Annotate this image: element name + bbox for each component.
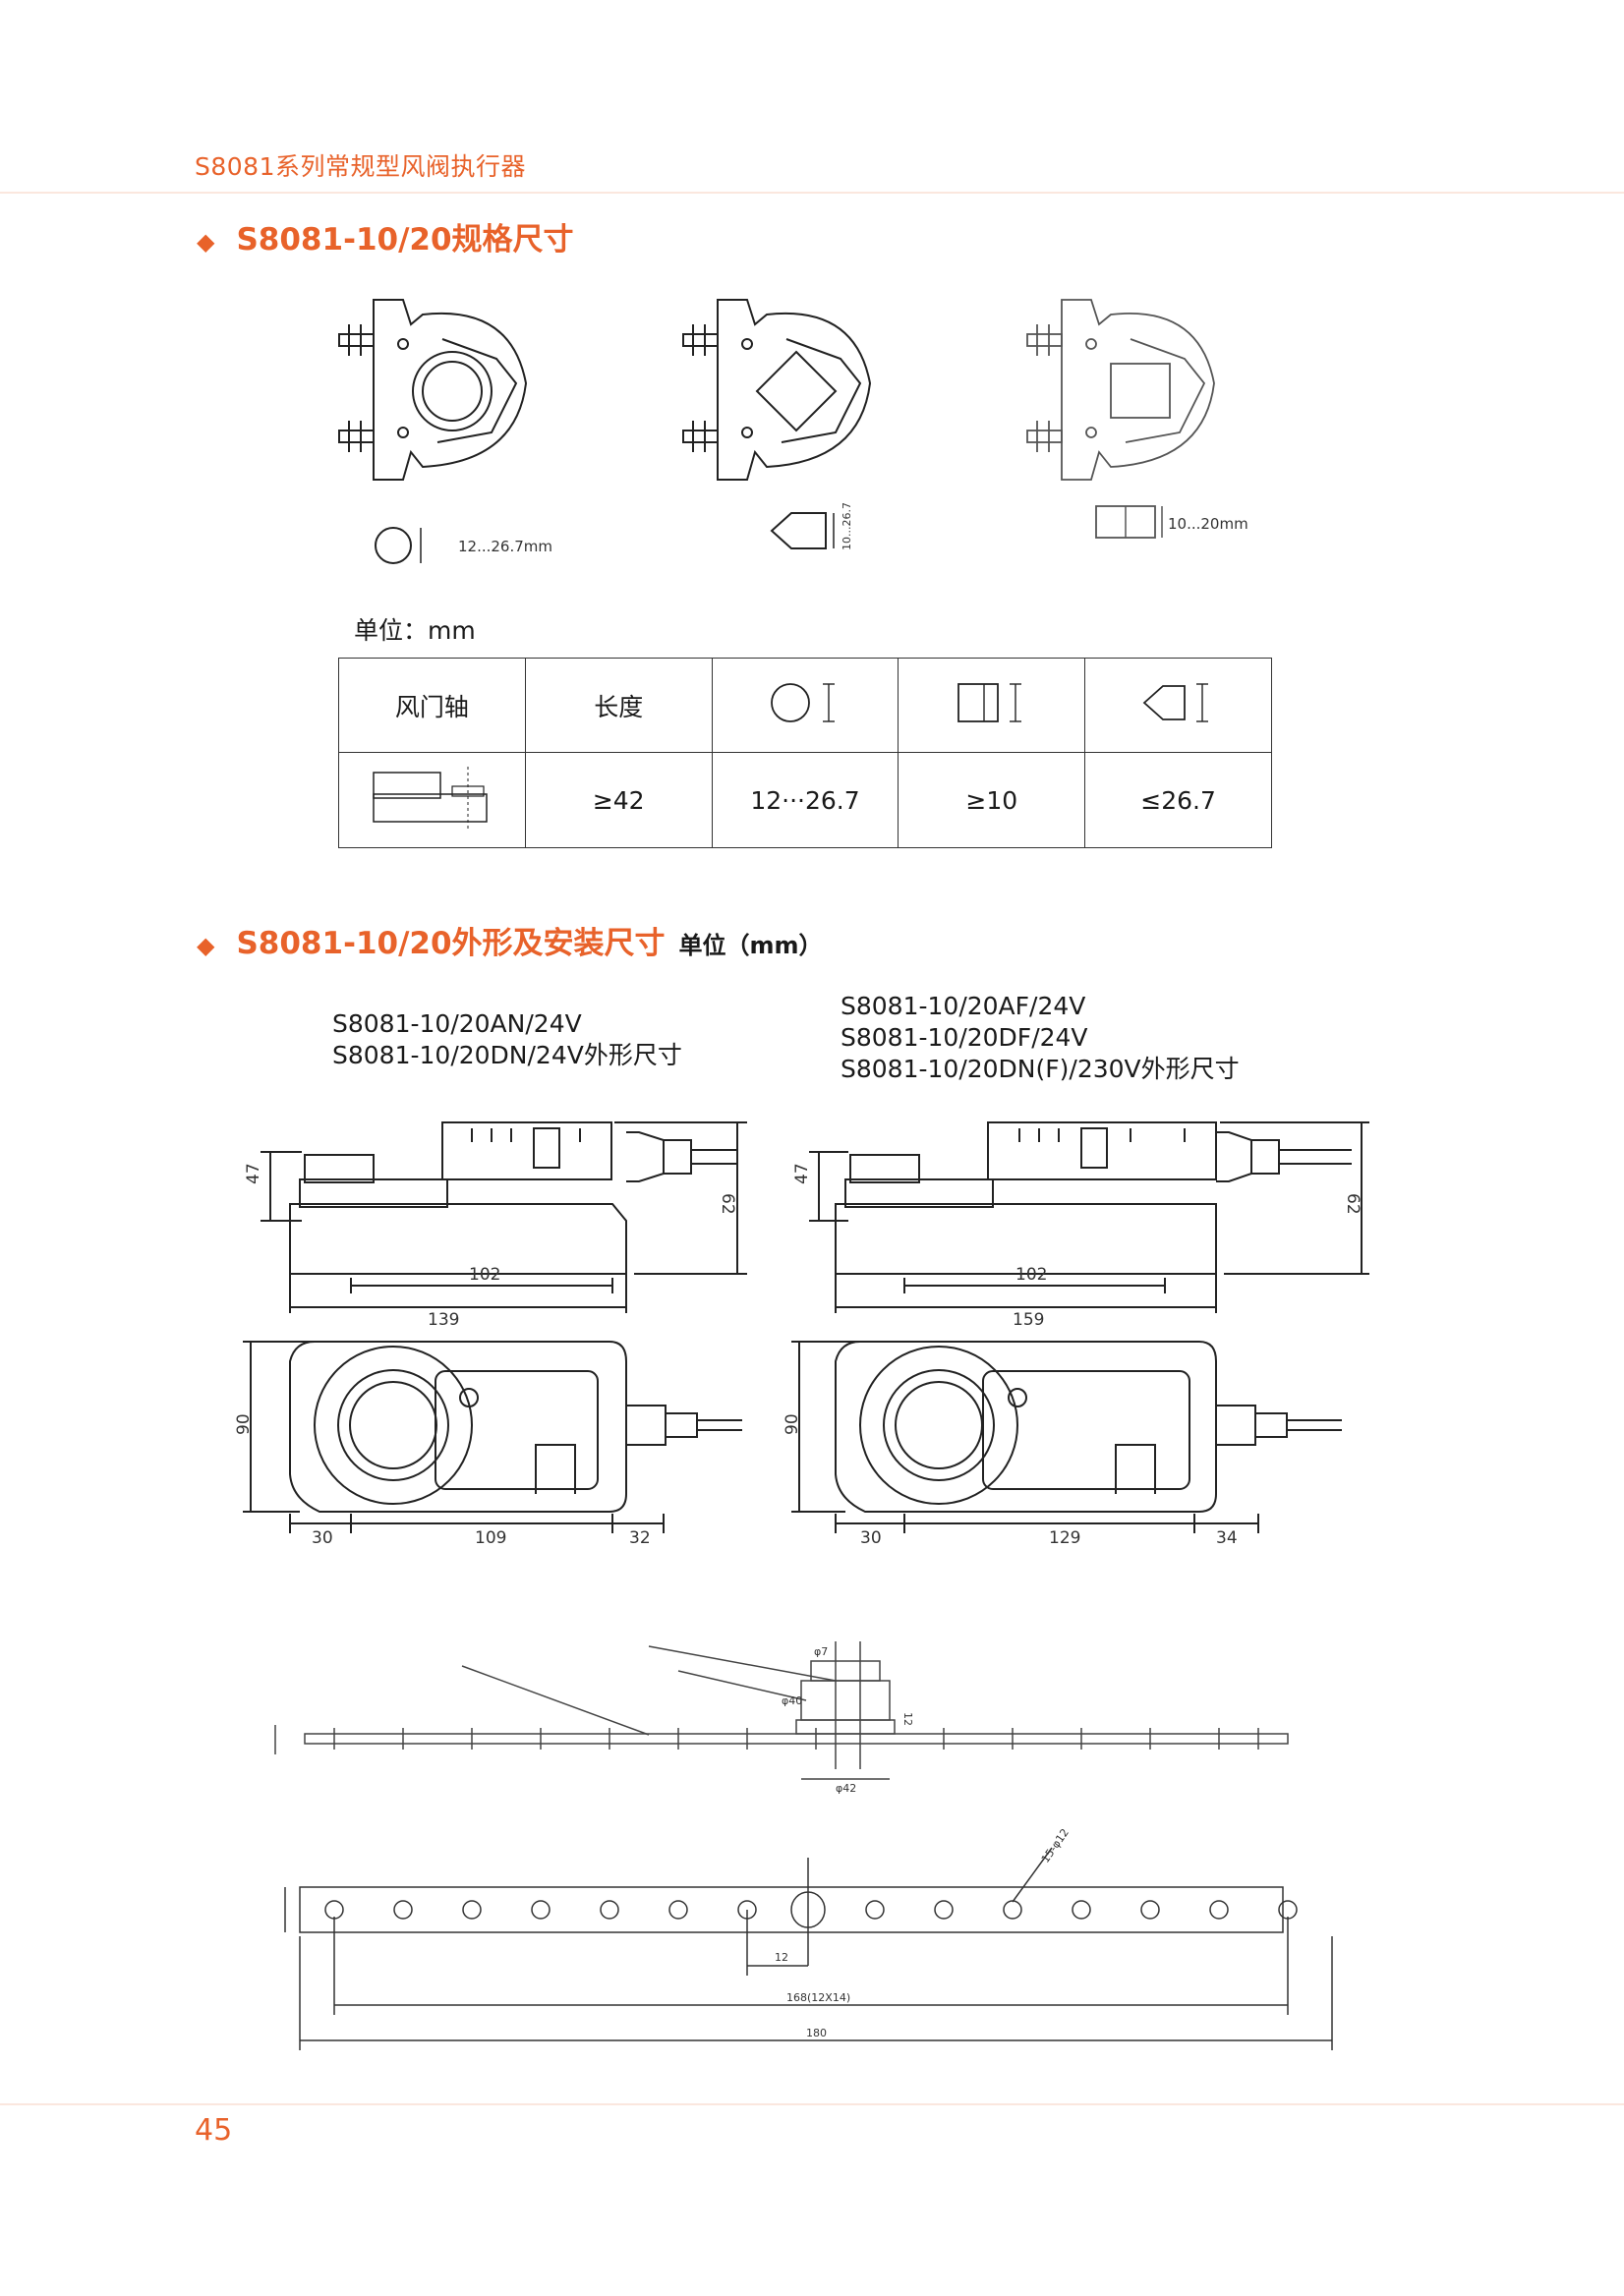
dim-width-102: 102	[469, 1265, 500, 1285]
dim-height-62: 62	[718, 1193, 737, 1215]
dim-width-30: 30	[312, 1528, 333, 1548]
header-square-shaft	[898, 658, 1086, 753]
page-number: 45	[195, 2113, 233, 2148]
dim-bracket-180: 180	[806, 2027, 827, 2039]
dim-height-62: 62	[1343, 1193, 1363, 1215]
header-round-shaft	[711, 658, 899, 753]
square-shaft-icon	[957, 682, 1021, 722]
unit-label: 单位：mm	[354, 616, 476, 645]
dim-bracket-holes: 15-φ12	[1039, 1826, 1072, 1866]
model-line: S8081-10/20DN/24V外形尺寸	[332, 1041, 682, 1069]
round-shaft-icon	[771, 682, 835, 722]
clamp-square-shaft-icon: 10...20mm	[1095, 505, 1248, 539]
dim-height-90: 90	[234, 1413, 254, 1435]
value-diamond: ≤26.7	[1084, 752, 1272, 848]
header-length: 长度	[524, 658, 713, 753]
shaft-clamp-drawings: 12...26.7mm 10...26.7 10...20mm	[338, 299, 1248, 564]
model-line: S8081-10/20DF/24V	[841, 1023, 1088, 1052]
model-line: S8081-10/20DN(F)/230V外形尺寸	[841, 1055, 1240, 1083]
shaft-length-diagram	[338, 752, 526, 848]
table-data-row: ≥42 12···26.7 ≥10 ≤26.7	[338, 752, 1272, 848]
model-line: S8081-10/20AF/24V	[841, 992, 1086, 1020]
actuator-outline-left: 47 62 102 139 90 30 109 32	[234, 1121, 747, 1548]
dim-width-34: 34	[1216, 1528, 1238, 1548]
dim-bracket-d7: φ7	[814, 1645, 828, 1658]
clamp-round-drawing	[338, 299, 528, 481]
series-title: S8081系列常规型风阀执行器	[195, 152, 526, 181]
section-title-outline: ◆ S8081-10/20外形及安装尺寸 单位（mm）	[197, 918, 823, 962]
dim-width-30: 30	[860, 1528, 882, 1548]
bracket-top-view: 12 168(12X14) 180 15-φ12	[284, 1826, 1333, 2050]
square-shaft-label: 10...20mm	[1168, 515, 1248, 533]
dim-width-139: 139	[428, 1310, 459, 1330]
dim-bracket-d40: φ40	[782, 1694, 802, 1707]
value-length: ≥42	[524, 752, 713, 848]
section-title-text: S8081-10/20外形及安装尺寸	[236, 926, 666, 961]
dim-height-47: 47	[792, 1163, 812, 1184]
clamp-round-shaft-icon: 12...26.7mm	[375, 527, 552, 564]
section-title-text: S8081-10/20规格尺寸	[236, 222, 574, 258]
shaft-length-icon	[373, 767, 489, 830]
actuator-outline-right: 47 62 102 159 90 30 129 34	[783, 1121, 1369, 1548]
clamp-diamond-shaft-icon: 10...26.7	[770, 502, 853, 550]
model-list-left: S8081-10/20AN/24V S8081-10/20DN/24V外形尺寸	[332, 1008, 682, 1071]
dim-height-90: 90	[783, 1413, 802, 1435]
diamond-bullet-icon: ◆	[197, 932, 215, 959]
clamp-diamond-drawing	[682, 299, 872, 481]
value-square: ≥10	[898, 752, 1086, 848]
dim-width-129: 129	[1049, 1528, 1080, 1548]
model-line: S8081-10/20AN/24V	[332, 1009, 582, 1038]
dim-width-159: 159	[1013, 1310, 1044, 1330]
spec-table: 风门轴 长度	[338, 658, 1272, 848]
dim-height-47: 47	[244, 1163, 263, 1184]
dim-width-102: 102	[1015, 1265, 1047, 1285]
dim-width-32: 32	[629, 1528, 651, 1548]
dim-bracket-d42: φ42	[836, 1782, 856, 1795]
section-title-spec: ◆ S8081-10/20规格尺寸	[197, 214, 574, 258]
diamond-shaft-label: 10...26.7	[841, 502, 853, 550]
dim-bracket-168: 168(12X14)	[786, 1991, 850, 2004]
table-header-row: 风门轴 长度	[338, 658, 1272, 753]
round-shaft-label: 12...26.7mm	[458, 538, 552, 555]
diamond-shaft-icon	[1142, 682, 1208, 722]
dim-bracket-12: 12	[901, 1712, 914, 1726]
header-diamond-shaft	[1084, 658, 1272, 753]
clamp-square-drawing	[1026, 299, 1215, 481]
header-divider	[0, 192, 1624, 194]
section-unit: 单位（mm）	[678, 932, 823, 959]
dim-bracket-pitch-12: 12	[775, 1951, 788, 1964]
dim-width-109: 109	[475, 1528, 506, 1548]
model-list-right: S8081-10/20AF/24V S8081-10/20DF/24V S808…	[841, 991, 1240, 1085]
bracket-side-section: φ7 φ40 φ42 12	[274, 1641, 1289, 1795]
diamond-bullet-icon: ◆	[197, 228, 215, 256]
value-round: 12···26.7	[711, 752, 899, 848]
bracket-holes	[324, 1891, 1298, 1928]
header-shaft: 风门轴	[338, 658, 526, 753]
footer-divider	[0, 2103, 1624, 2105]
